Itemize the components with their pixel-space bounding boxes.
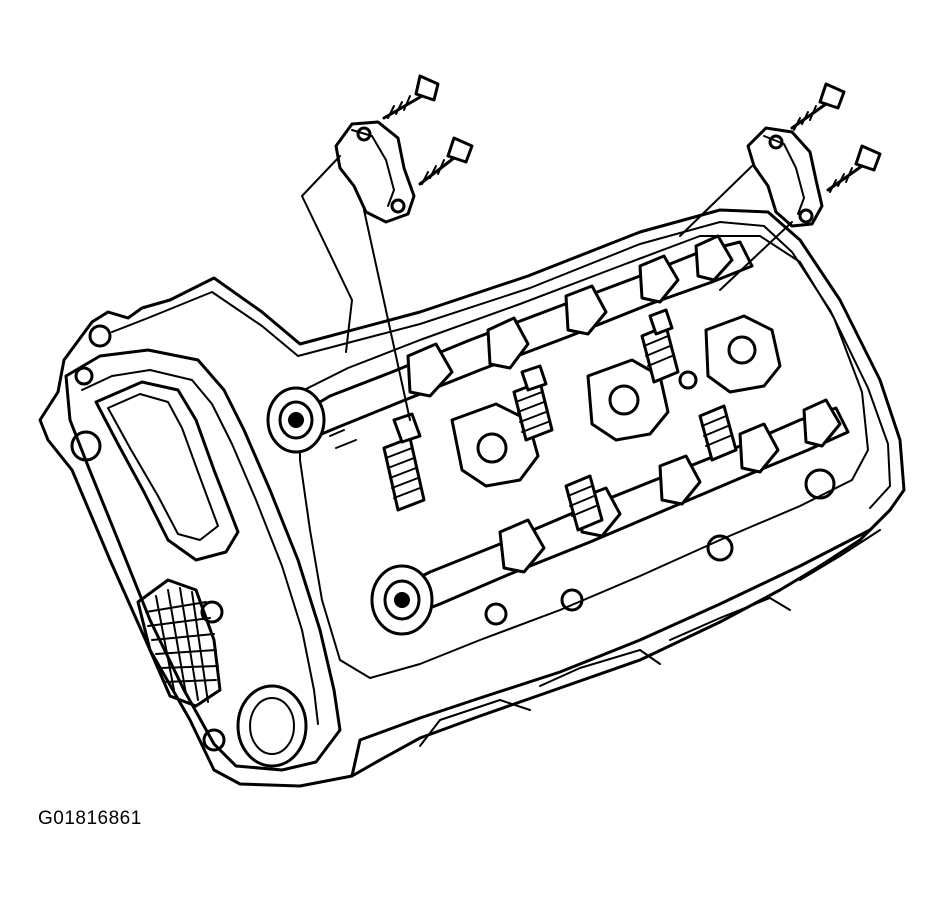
cam-deck — [299, 235, 869, 679]
casting-bolt-hole — [200, 600, 224, 624]
valve-spring — [564, 474, 604, 532]
cap-bolt — [790, 82, 846, 131]
cap-bolt — [826, 144, 882, 193]
valve-spring — [698, 404, 738, 462]
end-boss — [236, 684, 308, 768]
upper-cam-sprocket — [266, 386, 326, 454]
valve-spring — [512, 364, 554, 442]
leader-lines — [301, 155, 793, 421]
mesh-grille — [136, 578, 222, 708]
casting-bolt-hole — [202, 728, 226, 752]
cylinder-head-casting — [38, 208, 906, 788]
casting-bolt-hole — [74, 366, 94, 386]
right-bearing-cap — [746, 126, 824, 228]
figure-id-label: G01816861 — [38, 808, 142, 829]
lower-cam-sprocket — [370, 564, 434, 636]
cap-bolt — [382, 74, 440, 120]
casting-bolt-hole — [88, 324, 112, 348]
cap-bolt — [418, 136, 474, 186]
upper-camshaft — [266, 234, 754, 454]
valve-spring — [640, 308, 680, 384]
left-bearing-cap — [334, 120, 416, 224]
casting-bolt-hole — [70, 430, 102, 462]
valve-spring — [382, 412, 426, 512]
valve-springs — [382, 308, 738, 532]
